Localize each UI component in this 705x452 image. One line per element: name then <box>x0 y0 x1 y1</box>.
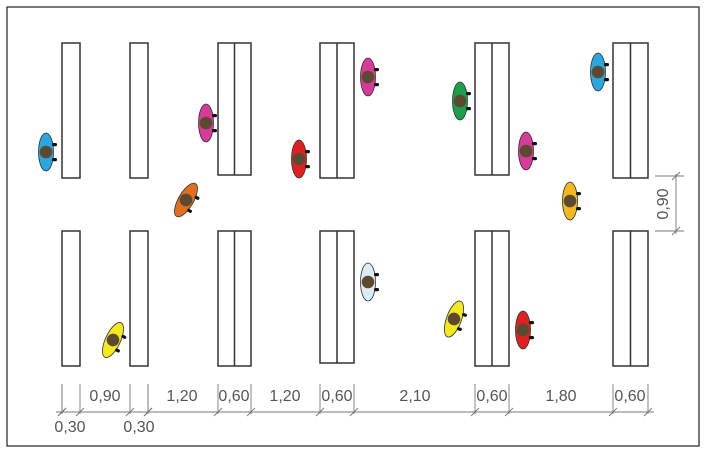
person-foot <box>52 143 57 147</box>
dim-label-1-20-a: 1,20 <box>166 388 197 405</box>
person-foot <box>604 78 609 82</box>
person-foot <box>194 195 200 200</box>
person-foot <box>305 150 310 154</box>
person-head <box>361 275 375 289</box>
double-table <box>319 42 355 179</box>
dim-label-vertical-0-90: 0,90 <box>655 188 672 219</box>
person-figure <box>360 57 379 97</box>
person-foot <box>52 158 57 162</box>
person-head <box>179 193 193 207</box>
person-foot <box>466 107 471 111</box>
person-foot <box>576 207 581 211</box>
person-figure <box>452 81 471 121</box>
dim-label-0-30-a: 0,30 <box>54 419 85 436</box>
person-head <box>292 152 306 166</box>
person-head <box>516 323 530 337</box>
single-table <box>129 230 149 367</box>
dimension-tick <box>125 407 135 417</box>
double-table <box>474 230 510 367</box>
vertical-dimension-tick-top <box>671 171 681 181</box>
dimension-tick <box>470 407 480 417</box>
dim-label-0-30-b: 0,30 <box>123 419 154 436</box>
double-table <box>217 230 252 367</box>
dimension-tick <box>608 407 618 417</box>
person-figure <box>590 52 609 92</box>
person-foot <box>532 142 537 146</box>
person-foot <box>374 68 379 72</box>
people-layer <box>38 52 609 358</box>
tables-layer <box>61 42 649 367</box>
person-head <box>563 194 577 208</box>
person-foot <box>212 114 217 118</box>
dimension-tick <box>75 407 85 417</box>
dimension-tick <box>57 407 67 417</box>
person-foot <box>305 165 310 169</box>
single-table <box>61 230 81 367</box>
person-foot <box>187 208 192 213</box>
person-head <box>361 70 375 84</box>
person-foot <box>462 313 467 317</box>
dimension-ticks <box>57 384 653 417</box>
person-foot <box>374 83 379 87</box>
person-foot <box>374 288 379 292</box>
person-head <box>199 116 213 130</box>
person-foot <box>576 192 581 196</box>
dimension-tick <box>246 407 256 417</box>
vertical-dimension-tick-bottom <box>671 226 681 236</box>
person-foot <box>529 321 534 325</box>
person-foot <box>529 336 534 340</box>
person-figure <box>515 310 534 350</box>
double-table <box>319 230 355 364</box>
double-table <box>612 42 649 179</box>
person-figure <box>360 262 379 302</box>
dimension-tick <box>213 407 223 417</box>
dimension-tick <box>349 407 359 417</box>
person-figure <box>444 300 467 338</box>
double-table <box>474 42 510 176</box>
person-foot <box>115 348 120 353</box>
dim-label-0-60-d: 0,60 <box>614 388 645 405</box>
double-table <box>217 42 252 176</box>
single-table <box>129 42 149 179</box>
dim-label-0-60-a: 0,60 <box>218 388 249 405</box>
person-figure <box>198 103 217 143</box>
dimension-tick <box>504 407 514 417</box>
dim-label-0-60-c: 0,60 <box>476 388 507 405</box>
dimension-tick <box>643 407 653 417</box>
person-foot <box>466 92 471 96</box>
person-figure <box>291 139 310 179</box>
person-head <box>106 333 120 347</box>
dim-label-0-60-b: 0,60 <box>321 388 352 405</box>
person-foot <box>212 129 217 133</box>
person-figure <box>102 322 127 358</box>
person-head <box>591 65 605 79</box>
double-table <box>612 230 649 367</box>
person-figure <box>562 181 581 221</box>
person-figure <box>518 131 537 171</box>
person-head <box>519 144 533 158</box>
person-foot <box>456 327 462 331</box>
person-head <box>453 94 467 108</box>
person-foot <box>374 273 379 277</box>
dimension-tick <box>143 407 153 417</box>
dim-label-1-20-b: 1,20 <box>269 388 300 405</box>
dimension-tick <box>315 407 325 417</box>
dim-label-0-90: 0,90 <box>89 388 120 405</box>
person-figure <box>38 132 57 172</box>
person-head <box>39 145 53 159</box>
person-foot <box>532 157 537 161</box>
dim-label-1-80: 1,80 <box>545 388 576 405</box>
person-head <box>447 312 461 326</box>
person-foot <box>604 63 609 67</box>
person-figure <box>174 182 200 218</box>
single-table <box>61 42 81 179</box>
dimension-layer: 0,90 1,20 0,60 1,20 0,60 2,10 0,60 1,80 … <box>54 171 684 436</box>
person-foot <box>121 334 127 339</box>
dim-label-2-10: 2,10 <box>399 388 430 405</box>
